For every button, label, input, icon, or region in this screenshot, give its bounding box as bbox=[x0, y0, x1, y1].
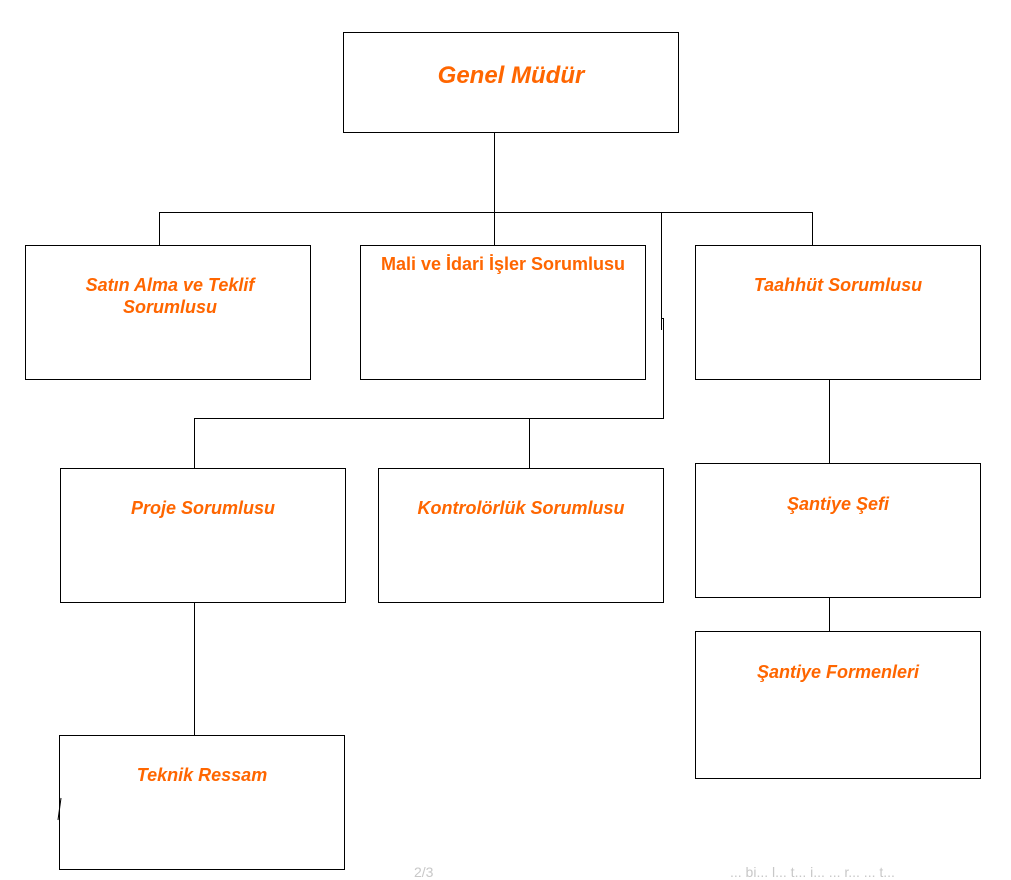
stray-mark bbox=[57, 797, 62, 821]
node-teknik-ressam-label: Teknik Ressam bbox=[136, 765, 268, 785]
footer-page-number: 2/3 bbox=[414, 864, 434, 880]
node-genel-mudur-label: Genel Müdür bbox=[437, 62, 585, 89]
node-teknik-ressam: Teknik Ressam bbox=[59, 735, 345, 870]
node-proje: Proje Sorumlusu bbox=[60, 468, 346, 603]
node-mali-idari: Mali ve İdari İşler Sorumlusu bbox=[360, 245, 646, 380]
node-santiye-sefi: Şantiye Şefi bbox=[695, 463, 981, 598]
node-taahhut: Taahhüt Sorumlusu bbox=[695, 245, 981, 380]
node-taahhut-label: Taahhüt Sorumlusu bbox=[753, 275, 923, 295]
node-santiye-sefi-label: Şantiye Şefi bbox=[786, 494, 890, 514]
node-satin-alma: Satın Alma ve Teklif Sorumlusu bbox=[25, 245, 311, 380]
node-kontrolorluk-label: Kontrolörlük Sorumlusu bbox=[417, 498, 625, 518]
node-genel-mudur: Genel Müdür bbox=[343, 32, 679, 133]
node-kontrolorluk: Kontrolörlük Sorumlusu bbox=[378, 468, 664, 603]
node-mali-idari-label: Mali ve İdari İşler Sorumlusu bbox=[380, 254, 626, 274]
footer-right-fragment: ... bi... l... t... i... ... r... ... t.… bbox=[730, 864, 895, 880]
node-santiye-formenleri-label: Şantiye Formenleri bbox=[756, 662, 920, 682]
node-santiye-formenleri: Şantiye Formenleri bbox=[695, 631, 981, 779]
node-satin-alma-label: Satın Alma ve Teklif Sorumlusu bbox=[85, 275, 255, 317]
node-proje-label: Proje Sorumlusu bbox=[130, 498, 276, 518]
